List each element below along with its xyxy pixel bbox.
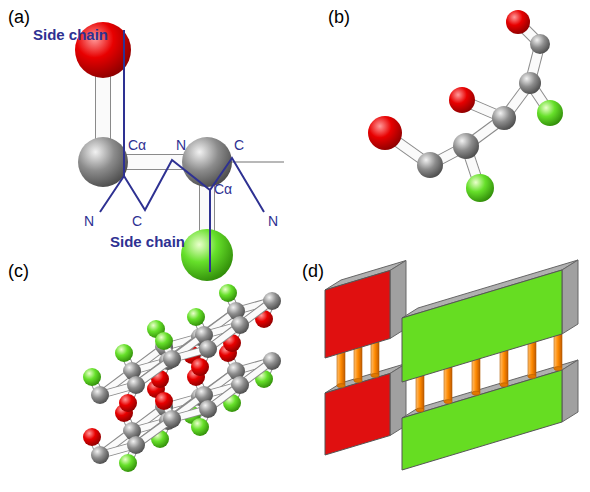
side-chain-peg bbox=[354, 346, 362, 381]
side-chain-label: Side chain bbox=[33, 27, 108, 42]
side-chain-trace bbox=[123, 30, 125, 176]
side-chain-peg bbox=[472, 391, 480, 395]
atom-label: Cα bbox=[128, 138, 146, 152]
gray-atom bbox=[163, 410, 181, 428]
green-atom bbox=[181, 229, 233, 281]
green-atom bbox=[187, 308, 205, 326]
side-chain-peg bbox=[371, 340, 379, 375]
atom-label: N bbox=[268, 214, 278, 228]
red-atom bbox=[506, 10, 530, 34]
backbone-line bbox=[230, 161, 284, 163]
bond-outline bbox=[199, 185, 215, 235]
red-atom bbox=[368, 116, 402, 150]
side-chain-peg bbox=[337, 384, 345, 388]
side-chain-peg bbox=[554, 367, 562, 371]
gray-atom bbox=[182, 137, 232, 187]
sheet-face bbox=[402, 270, 562, 382]
atom-label: C bbox=[132, 214, 142, 228]
green-atom bbox=[83, 368, 101, 386]
side-chain-peg bbox=[371, 373, 379, 377]
green-atom bbox=[191, 418, 209, 436]
gray-atom bbox=[91, 446, 109, 464]
red-atom bbox=[449, 87, 475, 113]
gray-atom bbox=[91, 386, 109, 404]
atom-label: N bbox=[176, 138, 186, 152]
side-chain-peg bbox=[416, 408, 424, 412]
sheet-edge bbox=[562, 260, 578, 334]
green-atom bbox=[537, 100, 563, 126]
bond bbox=[96, 70, 110, 140]
panel-b-strand bbox=[368, 10, 563, 202]
green-atom bbox=[155, 332, 173, 350]
sheet-face bbox=[402, 370, 562, 470]
red-atom bbox=[191, 358, 209, 376]
red-atom bbox=[155, 392, 173, 410]
green-atom bbox=[219, 284, 237, 302]
gray-atom bbox=[492, 106, 516, 130]
gray-atom bbox=[453, 133, 479, 159]
side-chain-peg bbox=[337, 351, 345, 386]
green-atom bbox=[115, 344, 133, 362]
side-chain-peg bbox=[444, 366, 452, 402]
side-chain-peg bbox=[554, 333, 562, 369]
red-atom bbox=[119, 394, 137, 412]
atom-label: C bbox=[234, 138, 244, 152]
side-chain-peg bbox=[472, 357, 480, 393]
side-chain-peg bbox=[354, 379, 362, 383]
side-chain-peg bbox=[528, 340, 536, 376]
gray-atom bbox=[417, 152, 443, 178]
side-chain-peg bbox=[444, 400, 452, 404]
gray-atom bbox=[199, 400, 217, 418]
atom-label: N bbox=[84, 214, 94, 228]
sheet-face bbox=[325, 374, 390, 456]
gray-atom bbox=[519, 72, 541, 94]
gray-atom bbox=[199, 340, 217, 358]
panel-label: (c) bbox=[8, 262, 29, 280]
side-chain-trace bbox=[209, 190, 211, 272]
atom-label: Cα bbox=[214, 182, 232, 196]
sheet-edge bbox=[562, 360, 578, 422]
green-atom bbox=[119, 454, 137, 472]
green-atom bbox=[466, 174, 494, 202]
panel-label: (b) bbox=[328, 8, 350, 26]
side-chain-peg bbox=[416, 374, 424, 410]
panel-d-zipper bbox=[325, 260, 578, 470]
red-atom bbox=[83, 428, 101, 446]
panel-c-lattice bbox=[83, 284, 281, 472]
side-chain-label: Side chain bbox=[110, 234, 185, 249]
gray-atom bbox=[127, 376, 145, 394]
side-chain-peg bbox=[528, 374, 536, 378]
gray-atom bbox=[163, 350, 181, 368]
panel-a-dipeptide bbox=[75, 22, 284, 281]
bond bbox=[200, 185, 214, 235]
bond-outline bbox=[95, 70, 111, 140]
side-chain-peg bbox=[500, 383, 508, 387]
panel-label: (d) bbox=[302, 262, 324, 280]
panel-label: (a) bbox=[8, 8, 30, 26]
gray-atom bbox=[530, 34, 550, 54]
sheet-face bbox=[325, 271, 390, 359]
gray-atom bbox=[127, 436, 145, 454]
side-chain-peg bbox=[500, 349, 508, 385]
